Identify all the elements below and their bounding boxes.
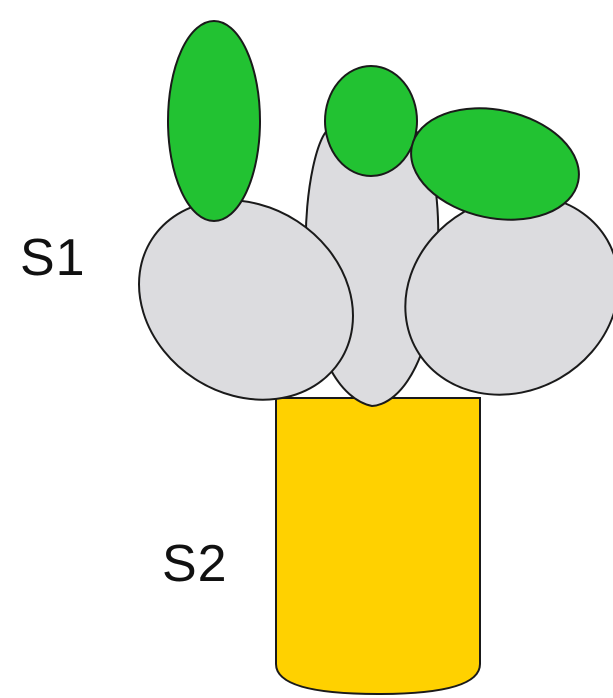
green-tall-domain [168,21,260,221]
s2-stalk [276,398,480,694]
s2-label: S2 [162,538,228,590]
s1-label: S1 [20,232,86,284]
green-round-domain [325,66,417,176]
